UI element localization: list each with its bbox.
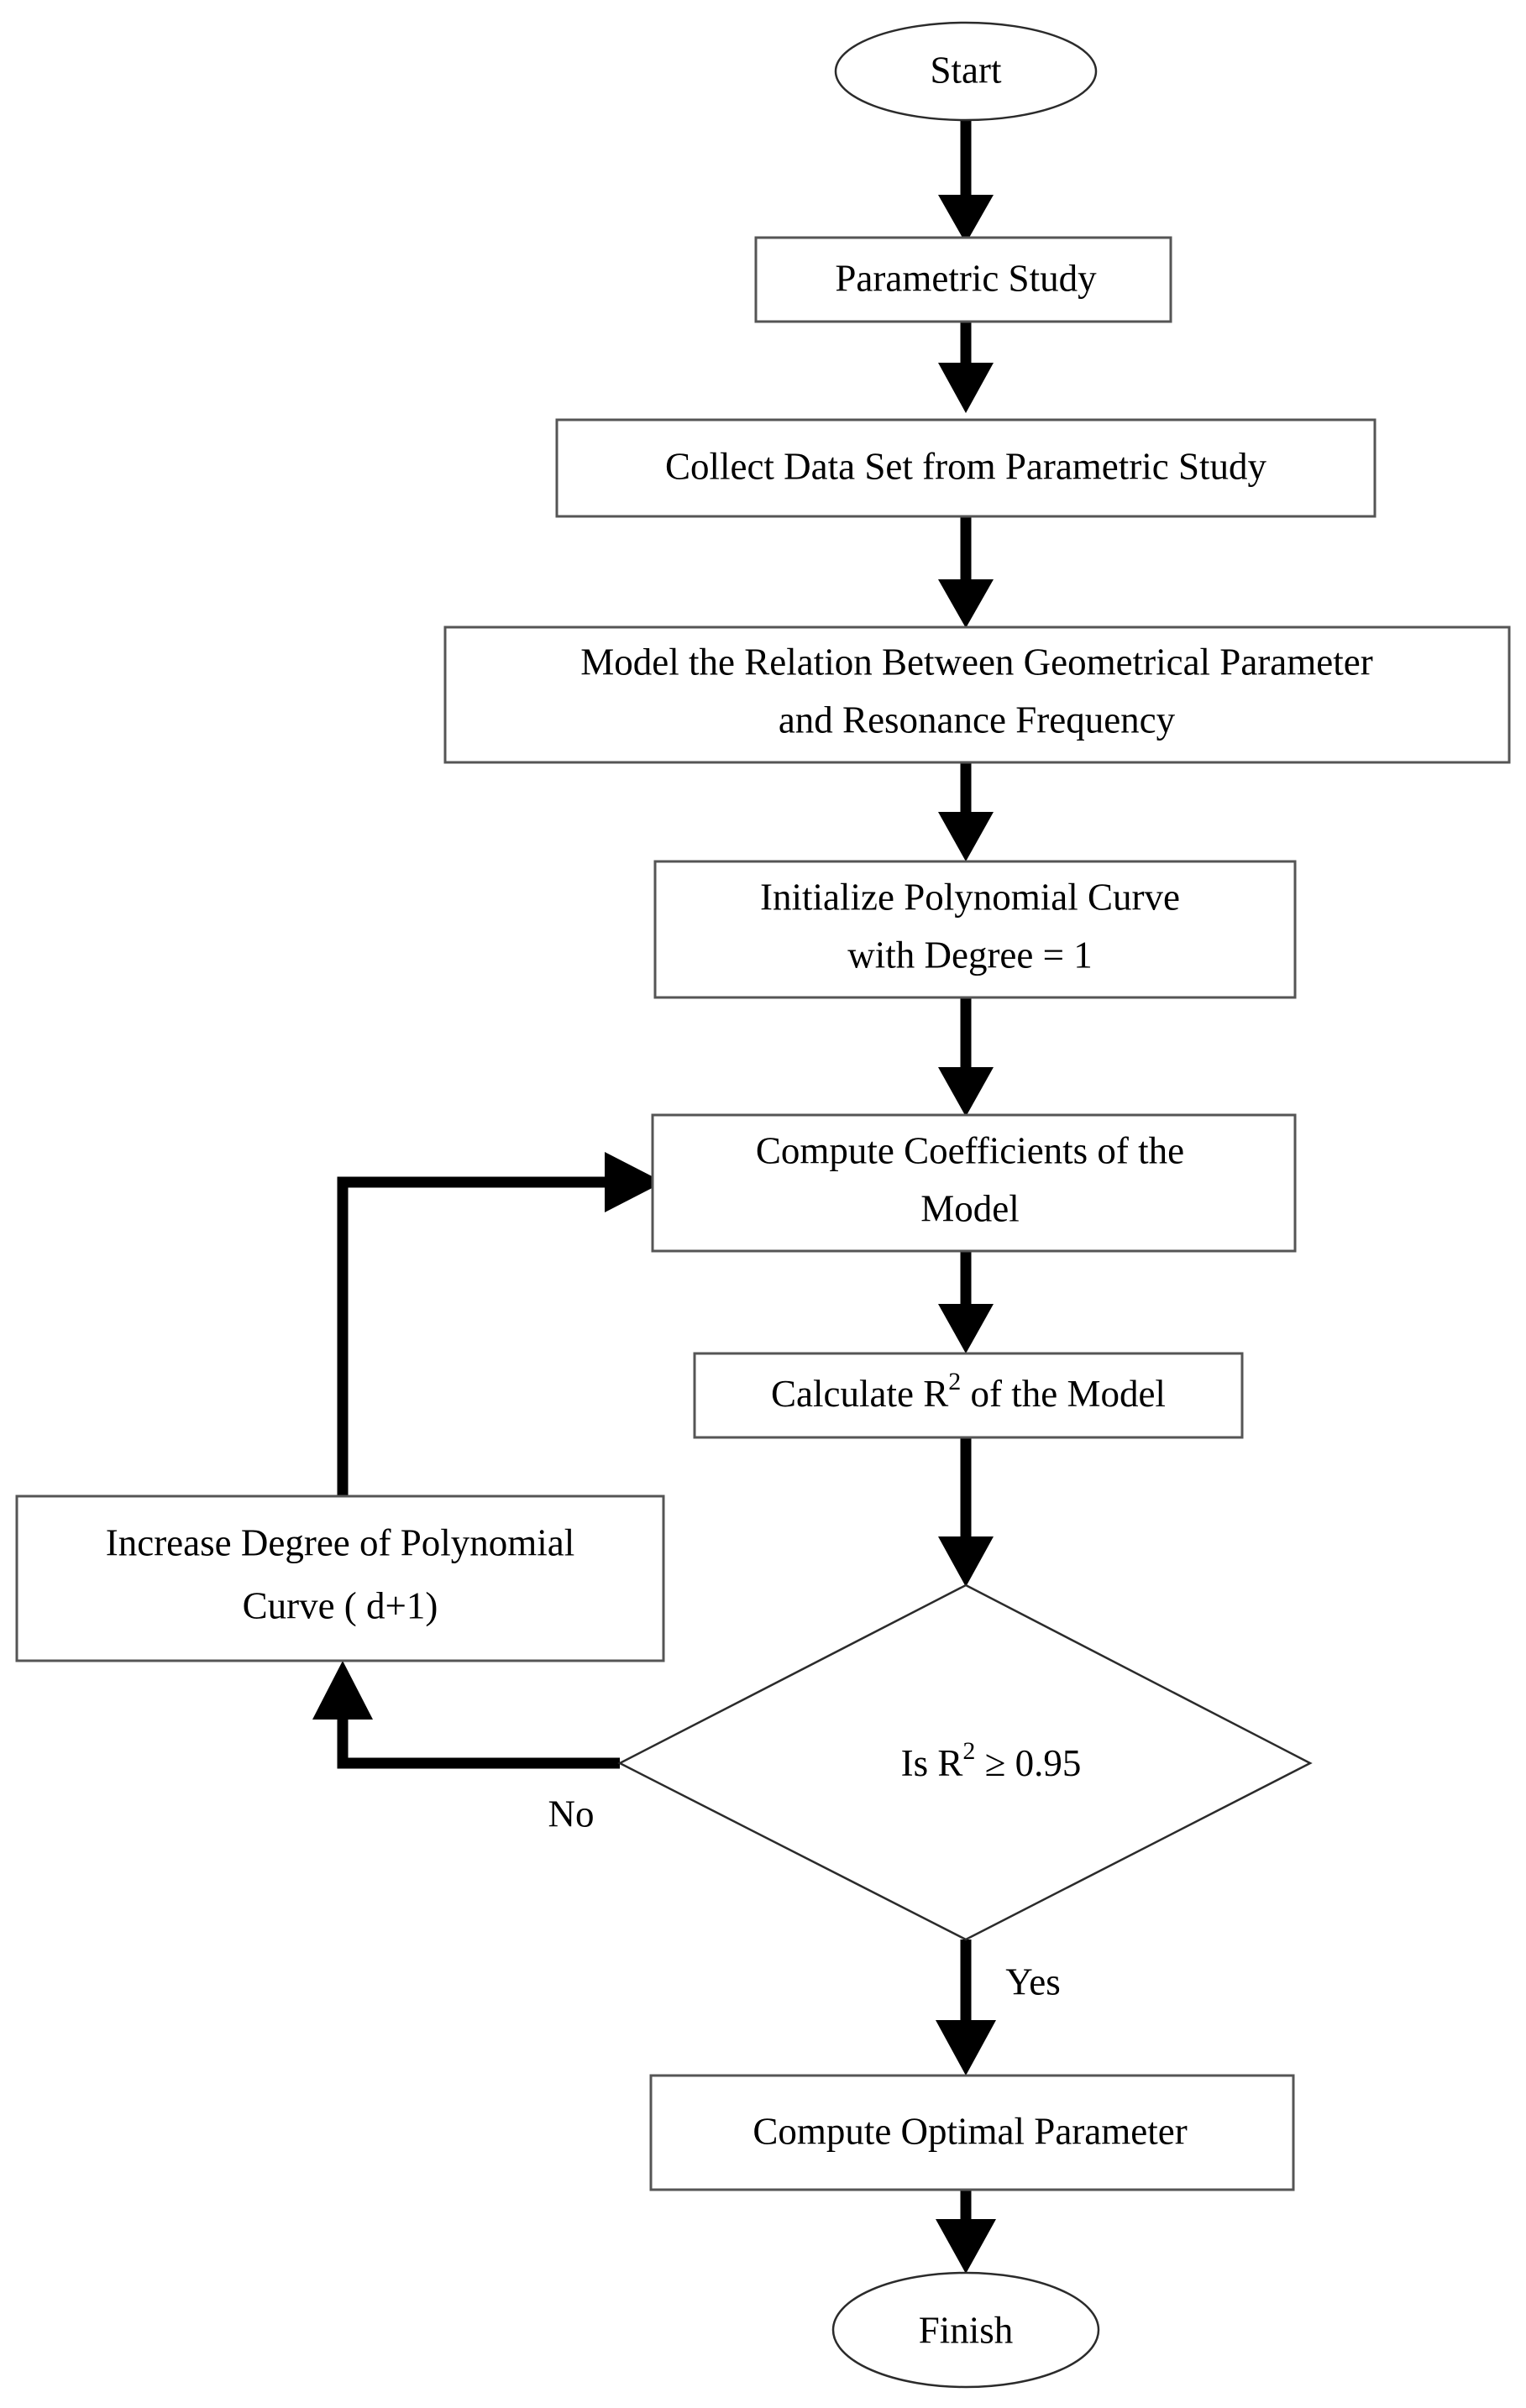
node-decision-r2-label: Is R2 ≥ 0.95 <box>901 1737 1082 1784</box>
node-calculate-r2-label-sup: 2 <box>948 1368 961 1395</box>
node-decision-r2-label-post: ≥ 0.95 <box>975 1742 1081 1784</box>
node-calculate-r2-label-post: of the Model <box>961 1373 1166 1415</box>
node-model-relation[interactable]: Model the Relation Between Geometrical P… <box>443 626 1511 764</box>
node-decision-r2-label-sup: 2 <box>962 1737 975 1765</box>
node-initialize-curve[interactable]: Initialize Polynomial Curve with Degree … <box>653 860 1297 999</box>
node-compute-coefficients-label-line2: Model <box>920 1187 1020 1229</box>
edge-parametric-to-collect <box>938 322 994 413</box>
node-parametric-study-label: Parametric Study <box>835 257 1097 299</box>
edge-label-yes: Yes <box>1005 1960 1060 2002</box>
edge-initialize-to-coefficients <box>938 997 994 1117</box>
node-model-relation-label-line1: Model the Relation Between Geometrical P… <box>580 641 1372 683</box>
node-initialize-curve-label-line1: Initialize Polynomial Curve <box>760 876 1180 918</box>
edge-model-to-initialize <box>938 762 994 861</box>
node-increase-degree[interactable]: Increase Degree of Polynomial Curve ( d+… <box>15 1495 665 1662</box>
node-decision-r2-label-pre: Is R <box>901 1742 963 1784</box>
edge-label-no: No <box>548 1793 595 1835</box>
edge-start-to-parametric <box>938 118 994 243</box>
edge-optimal-to-finish <box>936 2190 996 2274</box>
node-parametric-study[interactable]: Parametric Study <box>754 236 1172 323</box>
edge-decision-no-to-increase <box>312 1661 620 1769</box>
node-finish-label: Finish <box>919 2309 1014 2351</box>
edge-collect-to-model <box>938 516 994 628</box>
node-decision-r2[interactable]: Is R2 ≥ 0.95 <box>617 1584 1313 1941</box>
node-model-relation-label-line2: and Resonance Frequency <box>779 699 1176 741</box>
edge-increase-to-coefficients <box>337 1152 663 1496</box>
node-increase-degree-label-line1: Increase Degree of Polynomial <box>106 1521 575 1563</box>
node-calculate-r2-label: Calculate R2 of the Model <box>771 1368 1166 1415</box>
node-finish[interactable]: Finish <box>831 2271 1100 2389</box>
node-calculate-r2-label-pre: Calculate R <box>771 1373 948 1415</box>
node-compute-coefficients[interactable]: Compute Coefficients of the Model <box>651 1113 1297 1253</box>
node-start-label: Start <box>931 49 1002 91</box>
node-compute-coefficients-label-line1: Compute Coefficients of the <box>756 1129 1184 1171</box>
node-initialize-curve-label-line2: with Degree = 1 <box>847 934 1093 976</box>
edge-calculate-to-decision <box>938 1437 994 1587</box>
node-start[interactable]: Start <box>834 21 1098 122</box>
node-calculate-r2[interactable]: Calculate R2 of the Model <box>693 1352 1244 1439</box>
node-increase-degree-label-line2: Curve ( d+1) <box>243 1584 438 1626</box>
edge-decision-yes-to-optimal <box>936 1939 996 2076</box>
edge-coefficients-to-calculate <box>938 1251 994 1353</box>
node-collect-data[interactable]: Collect Data Set from Parametric Study <box>555 418 1377 518</box>
node-compute-optimal[interactable]: Compute Optimal Parameter <box>649 2074 1295 2191</box>
node-compute-optimal-label: Compute Optimal Parameter <box>753 2110 1187 2152</box>
node-collect-data-label: Collect Data Set from Parametric Study <box>665 445 1267 487</box>
